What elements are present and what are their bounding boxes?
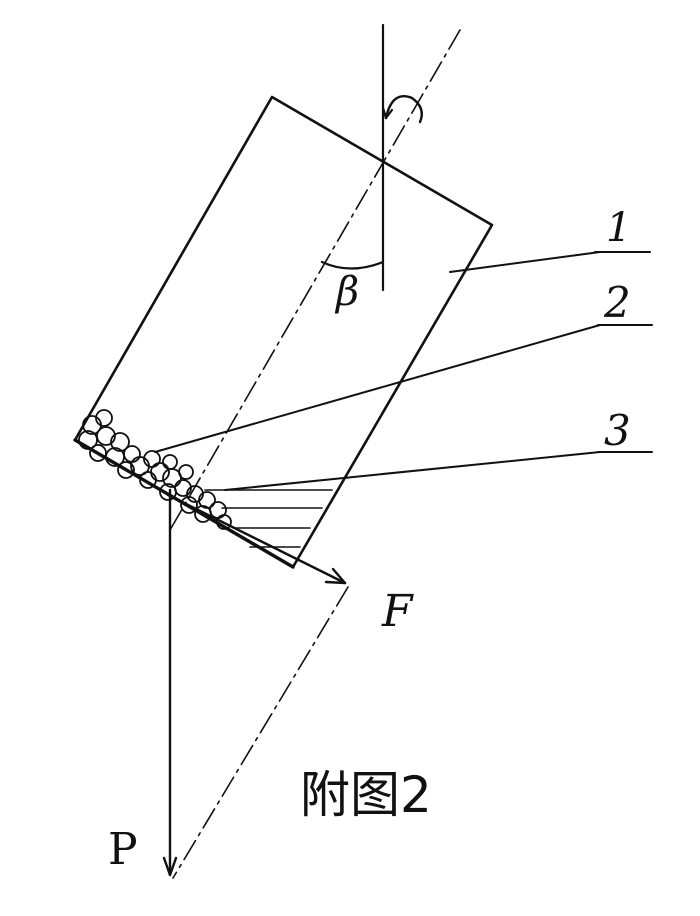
alpha-angle-arc — [386, 96, 422, 122]
resultant-construction-line — [173, 587, 348, 878]
label-force-f: F — [382, 586, 413, 637]
force-p-arrowhead — [164, 858, 176, 875]
label-beta: β — [336, 269, 360, 315]
figure-caption: 附图2 — [300, 766, 432, 824]
beta-angle-arc — [322, 262, 383, 269]
label-part-1: 1 — [606, 205, 632, 251]
force-f-arrowhead — [326, 569, 345, 583]
leader-line-3 — [225, 452, 600, 490]
granular-material — [79, 410, 231, 529]
container-outline — [75, 97, 492, 567]
label-force-p: P — [108, 824, 138, 875]
leader-line-1 — [450, 252, 600, 272]
alpha-arc-arrowhead — [383, 108, 392, 118]
container-axis-line — [170, 30, 460, 530]
label-part-2: 2 — [604, 278, 631, 327]
force-f-vector — [168, 495, 345, 583]
liquid-hatching — [205, 490, 332, 547]
label-part-3: 3 — [604, 406, 631, 455]
leader-line-2 — [155, 325, 600, 452]
